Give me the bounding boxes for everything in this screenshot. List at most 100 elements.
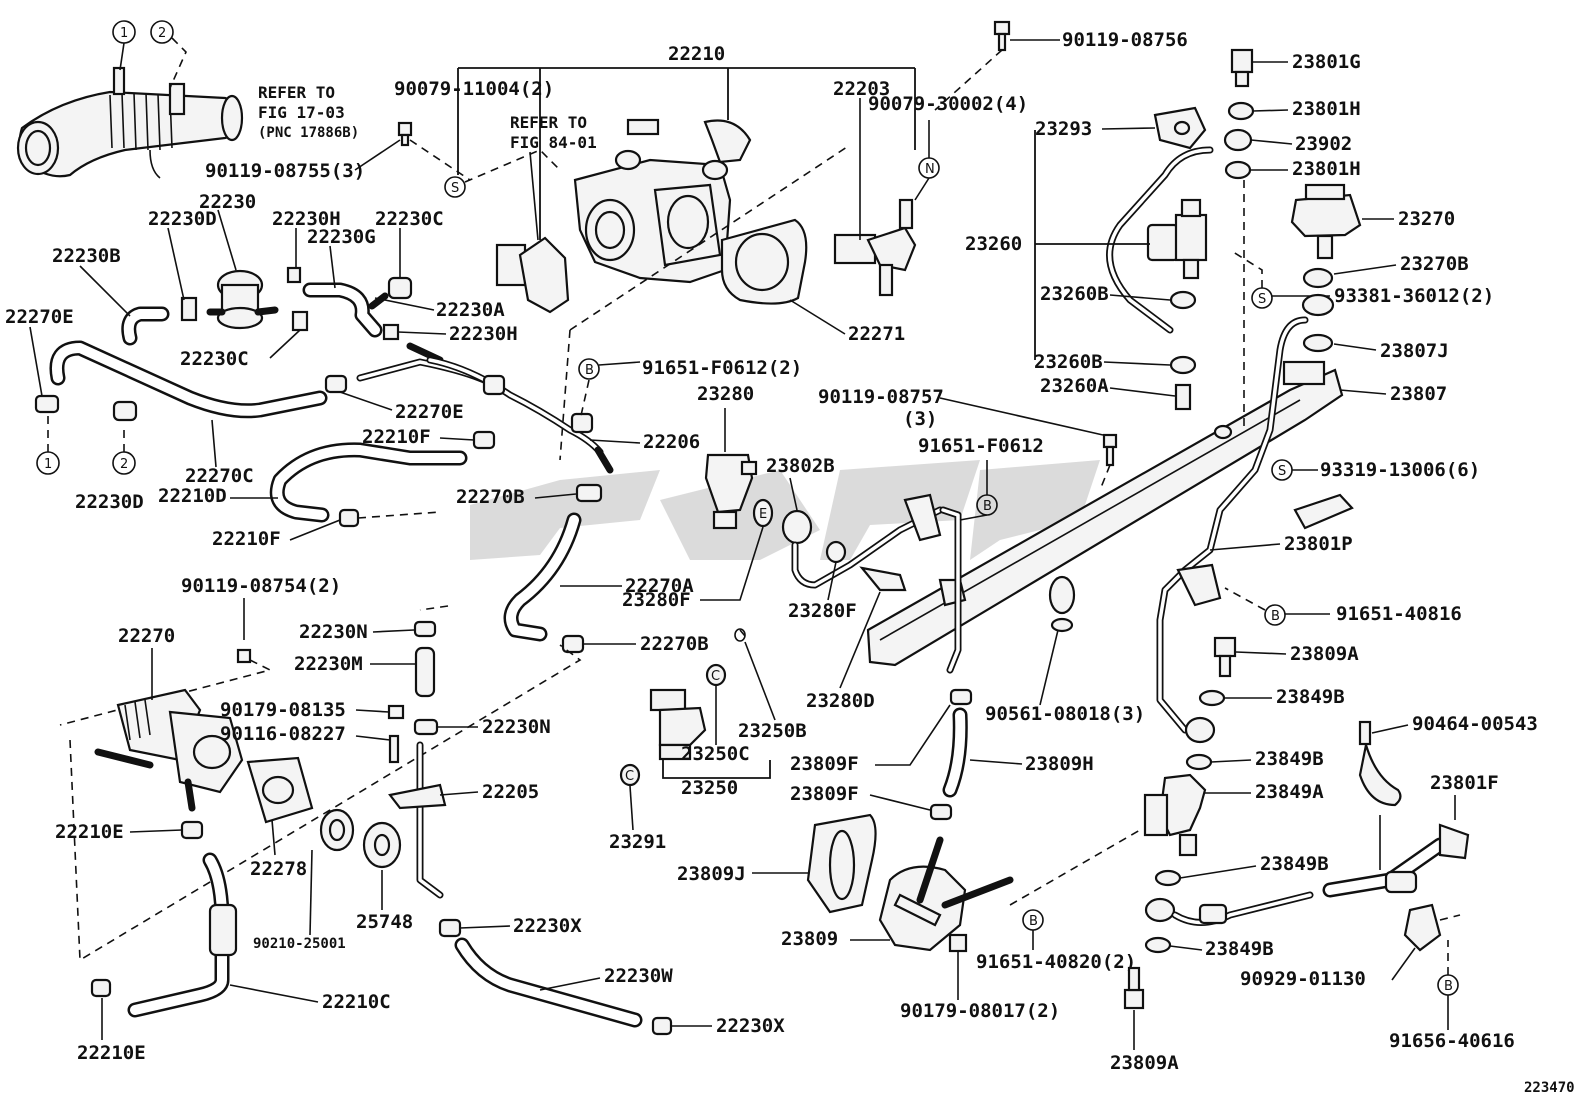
label-22206: 22206: [643, 431, 700, 453]
callout-b-91651-40816: B: [1224, 587, 1330, 626]
label-23801H-b: 23801H: [1292, 158, 1361, 180]
gasket-23849B-a: [1198, 689, 1226, 707]
label-23809A-top: 23809A: [1290, 643, 1359, 665]
gasket-23809J: [806, 813, 877, 914]
label-25748: 25748: [356, 911, 413, 933]
refer-fig-84-01-line1: REFER TO: [510, 113, 587, 132]
gasket-23807J: [1302, 333, 1334, 353]
label-90561-08018: 90561-08018(3): [985, 703, 1145, 725]
bracket-22205: [388, 741, 447, 899]
union-23902: [1223, 128, 1253, 152]
label-22230X-a: 22230X: [513, 915, 582, 937]
stud-90116: [388, 734, 400, 764]
label-90119-08755: 90119-08755(3): [205, 160, 365, 182]
callout-s-93319: S: [1271, 459, 1354, 530]
label-23801P: 23801P: [1284, 533, 1353, 555]
injector-23250: C C: [619, 628, 746, 787]
clamp-90464: [1358, 720, 1402, 807]
svg-text:B: B: [1271, 609, 1280, 624]
callout-b-91651-40820: B: [1009, 829, 1141, 950]
label-23849B-d: 23849B: [1205, 938, 1274, 960]
label-23280F-a: 23280F: [622, 589, 691, 611]
label-23260A: 23260A: [1040, 375, 1109, 397]
label-23849A: 23849A: [1255, 781, 1324, 803]
bolt-23809A-bot: [1123, 966, 1145, 1010]
clamp-22270E-mid: [324, 374, 348, 394]
label-22230N-mid: 22230N: [482, 716, 551, 738]
label-23849B-c: 23849B: [1260, 853, 1329, 875]
label-22230H-top: 22230H: [272, 208, 341, 230]
clamp-22210E-bot: [90, 978, 112, 998]
label-91651-40816: 91651-40816: [1336, 603, 1462, 625]
label-23809A-bot: 23809A: [1110, 1052, 1179, 1074]
svg-text:B: B: [1444, 979, 1453, 994]
clamp-22230X-b: [651, 1016, 673, 1036]
callout-2-bot: 2: [112, 400, 138, 475]
clamp-22230N-mid: [413, 718, 439, 736]
hose-23809H: [942, 707, 968, 798]
callout-b-22206: B: [559, 144, 851, 461]
sensor-23270: [1290, 183, 1362, 260]
label-91651-F0612: 91651-F0612: [918, 435, 1044, 457]
clamp-22230X-a: [438, 918, 462, 938]
pipe-23801P: [1156, 293, 1335, 744]
label-91651-F0612-2: 91651-F0612(2): [642, 357, 802, 379]
hose-23801F: [1322, 815, 1470, 898]
callout-n: N: [914, 120, 940, 201]
hose-23802B: [781, 506, 944, 589]
hose-22230M: [414, 646, 436, 698]
label-23270B: 23270B: [1400, 253, 1469, 275]
label-22270B-bot: 22270B: [640, 633, 709, 655]
label-22230D-bot: 22230D: [75, 491, 144, 513]
svg-text:S: S: [1258, 292, 1266, 307]
regulator-23280: [704, 453, 758, 530]
label-91656-40616: 91656-40616: [1389, 1030, 1515, 1052]
throttle-body-22210: [573, 118, 752, 284]
label-22270C: 22270C: [185, 465, 254, 487]
bolt-90179-08135: [387, 704, 405, 720]
label-23807J: 23807J: [1380, 340, 1449, 362]
callout-1-bot: 1: [36, 414, 60, 475]
svg-text:C: C: [711, 669, 720, 684]
label-23260: 23260: [965, 233, 1022, 255]
clamp-22230N-top: [413, 620, 437, 638]
bolt-90119-08755: [354, 121, 471, 181]
hose-22270A: [503, 512, 582, 642]
callout-1-top: 1: [112, 20, 136, 71]
callout-s-throttle: S: [444, 149, 561, 198]
damper-23280D: [859, 566, 907, 592]
label-22270E-left: 22270E: [5, 306, 74, 328]
label-22205: 22205: [482, 781, 539, 803]
label-23809H: 23809H: [1025, 753, 1094, 775]
diagram-id: 223470: [1524, 1080, 1575, 1096]
label-22278: 22278: [250, 858, 307, 880]
damper-23849A: [1143, 773, 1207, 857]
label-23809: 23809: [781, 928, 838, 950]
label-23293: 23293: [1035, 118, 1092, 140]
label-23260B-b: 23260B: [1034, 351, 1103, 373]
gasket-23849B-c: [1154, 869, 1182, 887]
svg-text:B: B: [1029, 914, 1038, 929]
gasket-23270B: [1302, 267, 1334, 289]
clamp-23809F-a: [949, 688, 973, 706]
svg-text:1: 1: [44, 457, 52, 472]
hose-22230B: [121, 306, 170, 346]
label-23809F-b: 23809F: [790, 783, 859, 805]
svg-text:2: 2: [120, 457, 128, 472]
label-23802B: 23802B: [766, 455, 835, 477]
hose-22230W: [454, 937, 643, 1028]
svg-text:B: B: [983, 499, 992, 514]
bolt-90119-08757: [939, 397, 1118, 491]
label-90179-08017: 90179-08017(2): [900, 1000, 1060, 1022]
svg-text:S: S: [451, 181, 459, 196]
gasket-23801H-a: [1227, 101, 1255, 121]
label-90079-11004: 90079-11004(2): [394, 78, 554, 100]
label-23291: 23291: [609, 831, 666, 853]
label-23801G: 23801G: [1292, 51, 1361, 73]
label-90929-01130: 90929-01130: [1240, 968, 1366, 990]
gasket-23801H-b: [1224, 160, 1252, 180]
clamp-22270E-left: [34, 394, 60, 414]
label-91651-40820: 91651-40820(2): [976, 951, 1136, 973]
vsv-22230: [180, 266, 309, 332]
label-22210E-top: 22210E: [55, 821, 124, 843]
